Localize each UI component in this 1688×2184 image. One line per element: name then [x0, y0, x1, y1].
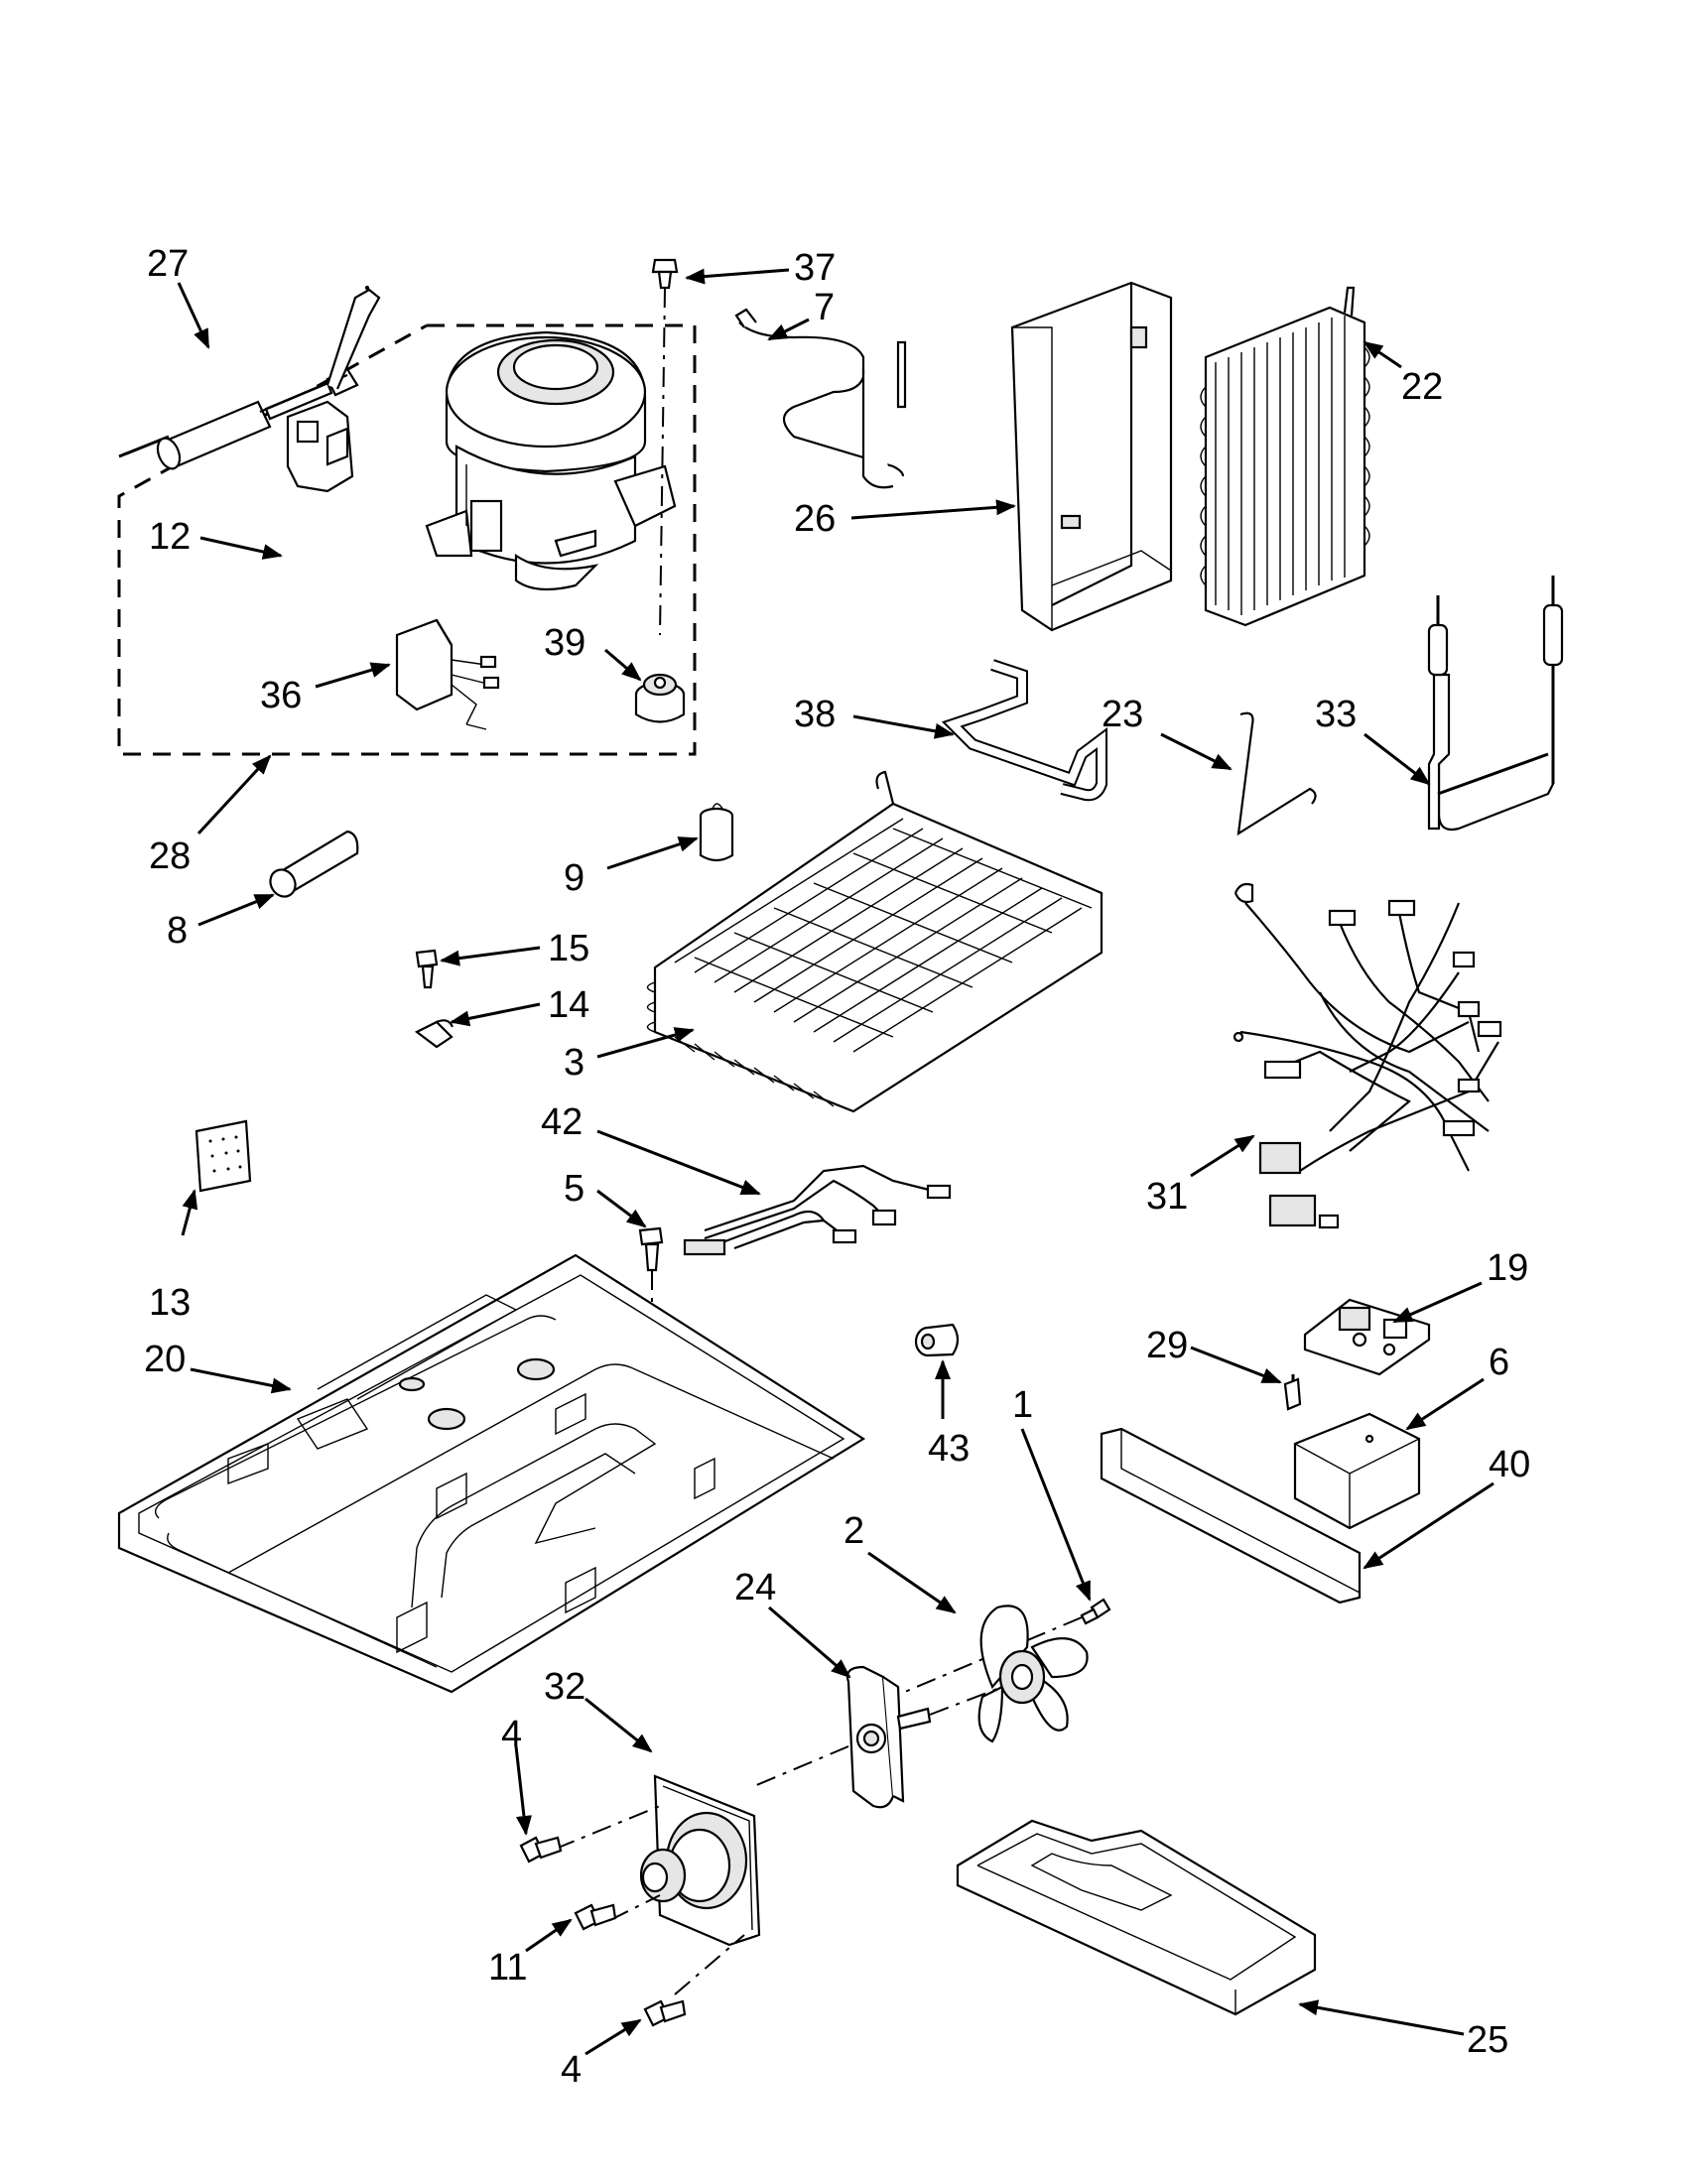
connector-29-part [1283, 1374, 1302, 1411]
callout-38: 38 [794, 694, 836, 735]
callout-2: 2 [844, 1510, 864, 1552]
control-board-19-part [1303, 1298, 1431, 1376]
screw-15-part [415, 949, 439, 989]
leader-lines [177, 268, 1494, 2056]
foam-8-part [269, 830, 359, 898]
callout-1: 1 [1012, 1384, 1033, 1426]
callout-33: 33 [1315, 694, 1357, 735]
callout-32: 32 [544, 1666, 585, 1708]
wire-23-part [1236, 711, 1317, 836]
callout-9: 9 [564, 857, 584, 899]
callout-31: 31 [1146, 1176, 1188, 1218]
plug-43-part [914, 1323, 960, 1357]
callout-28: 28 [149, 835, 191, 877]
overload-part [395, 618, 500, 730]
callout-25: 25 [1467, 2019, 1508, 2061]
drain-pan-25-part [956, 1819, 1317, 2016]
clip-14-part [414, 1019, 454, 1049]
filter-drier-part [118, 285, 381, 470]
filter-pad-13-part [195, 1119, 252, 1193]
evaporator-3-part [646, 770, 1104, 1113]
callout-40: 40 [1489, 1444, 1530, 1485]
wire-harness-31-part [1233, 882, 1502, 1229]
fan-blade-2-part [977, 1605, 1089, 1743]
control-box-6-part [1293, 1412, 1421, 1530]
callout-4-lower: 4 [561, 2049, 582, 2091]
callout-42: 42 [541, 1101, 583, 1143]
callout-43: 43 [928, 1428, 970, 1470]
grommet-part [634, 673, 686, 723]
screw-1-part [1080, 1598, 1111, 1625]
callout-5: 5 [564, 1168, 584, 1210]
callout-37: 37 [794, 247, 836, 289]
callout-4-upper: 4 [501, 1714, 522, 1755]
hose-38-part [941, 659, 1107, 802]
condenser-cover-part [1010, 281, 1173, 632]
fan-motor-24-part [845, 1665, 932, 1809]
callout-29: 29 [1146, 1325, 1188, 1366]
callout-13: 13 [149, 1282, 191, 1324]
screw-4-upper-part [519, 1836, 563, 1863]
callout-3: 3 [564, 1042, 584, 1084]
compressor-part [425, 330, 677, 591]
callout-11: 11 [488, 1947, 527, 1989]
condenser-part [1200, 286, 1370, 627]
callout-15: 15 [548, 928, 589, 969]
strip-40-part [1100, 1427, 1362, 1605]
callout-26: 26 [794, 498, 836, 540]
capacitor-9-part [699, 803, 734, 862]
callout-7: 7 [814, 287, 835, 328]
callout-labels: 27 37 7 22 26 12 36 39 38 23 33 28 9 8 1… [144, 243, 1530, 2091]
screw-4-lower-part [643, 1999, 687, 2027]
screw-37-part [651, 258, 679, 636]
callout-6: 6 [1489, 1342, 1509, 1383]
callout-22: 22 [1401, 366, 1443, 408]
base-pan-20-part [117, 1253, 866, 1694]
callout-23: 23 [1102, 694, 1143, 735]
fan-shroud-32-part [639, 1774, 761, 1947]
callout-14: 14 [548, 984, 589, 1026]
relay-part [286, 400, 354, 493]
harness-42-part [683, 1164, 952, 1256]
screw-11-part [574, 1903, 617, 1931]
callout-8: 8 [167, 910, 188, 952]
callout-12: 12 [149, 516, 191, 558]
callout-36: 36 [260, 675, 302, 716]
callout-27: 27 [147, 243, 189, 285]
callout-20: 20 [144, 1339, 186, 1380]
tube-7-part [734, 308, 907, 489]
callout-24: 24 [734, 1567, 776, 1608]
callout-19: 19 [1487, 1247, 1528, 1289]
callout-39: 39 [544, 622, 585, 664]
tube-assembly-33-part [1427, 576, 1564, 832]
